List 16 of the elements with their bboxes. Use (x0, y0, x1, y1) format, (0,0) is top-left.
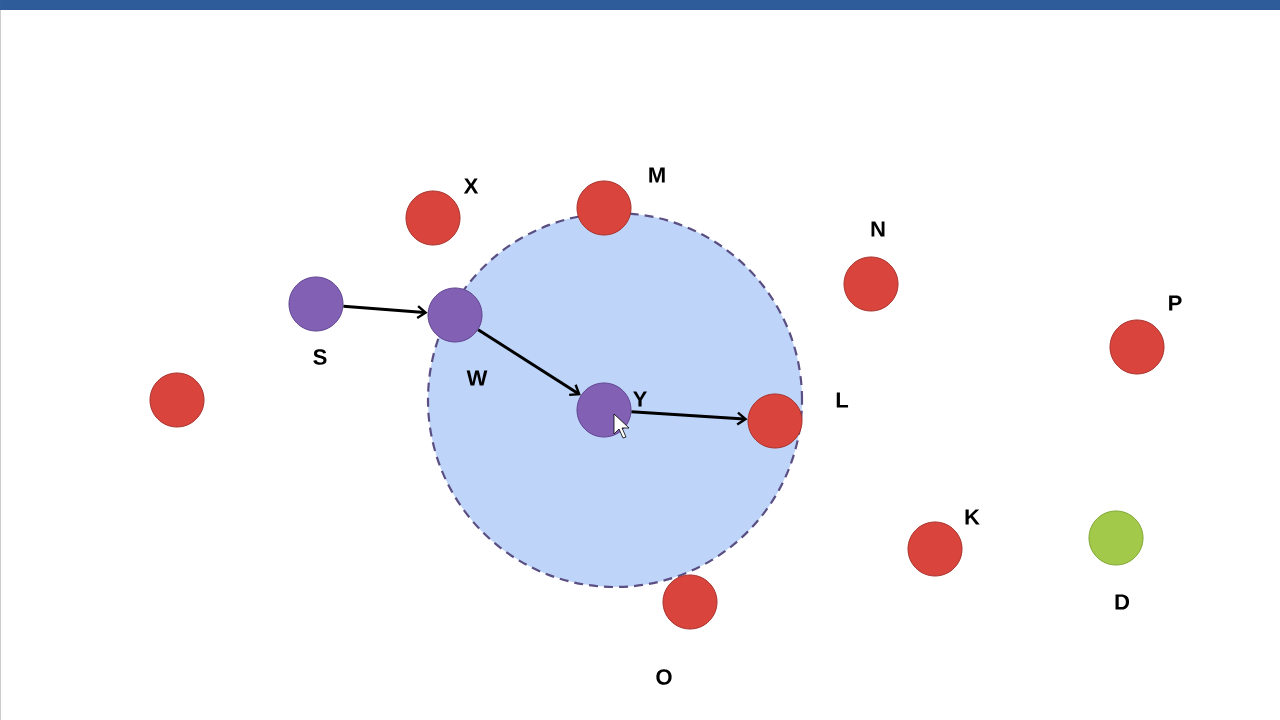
arrow (343, 304, 428, 320)
node-label: K (965, 509, 980, 525)
node-label: M (649, 167, 665, 183)
node-label: X (463, 178, 479, 194)
arrow (631, 410, 748, 426)
arrow (477, 328, 581, 397)
node-label: L (836, 392, 849, 408)
dashed-circle-region (426, 211, 804, 589)
node-label: S (313, 349, 327, 365)
node-label: N (871, 221, 885, 237)
node-label: Y (633, 391, 647, 407)
node-label: D (1115, 594, 1129, 610)
node-label: O (656, 669, 672, 685)
node-label: W (466, 370, 488, 386)
ball (149, 372, 205, 428)
node-label: P (1169, 295, 1182, 311)
